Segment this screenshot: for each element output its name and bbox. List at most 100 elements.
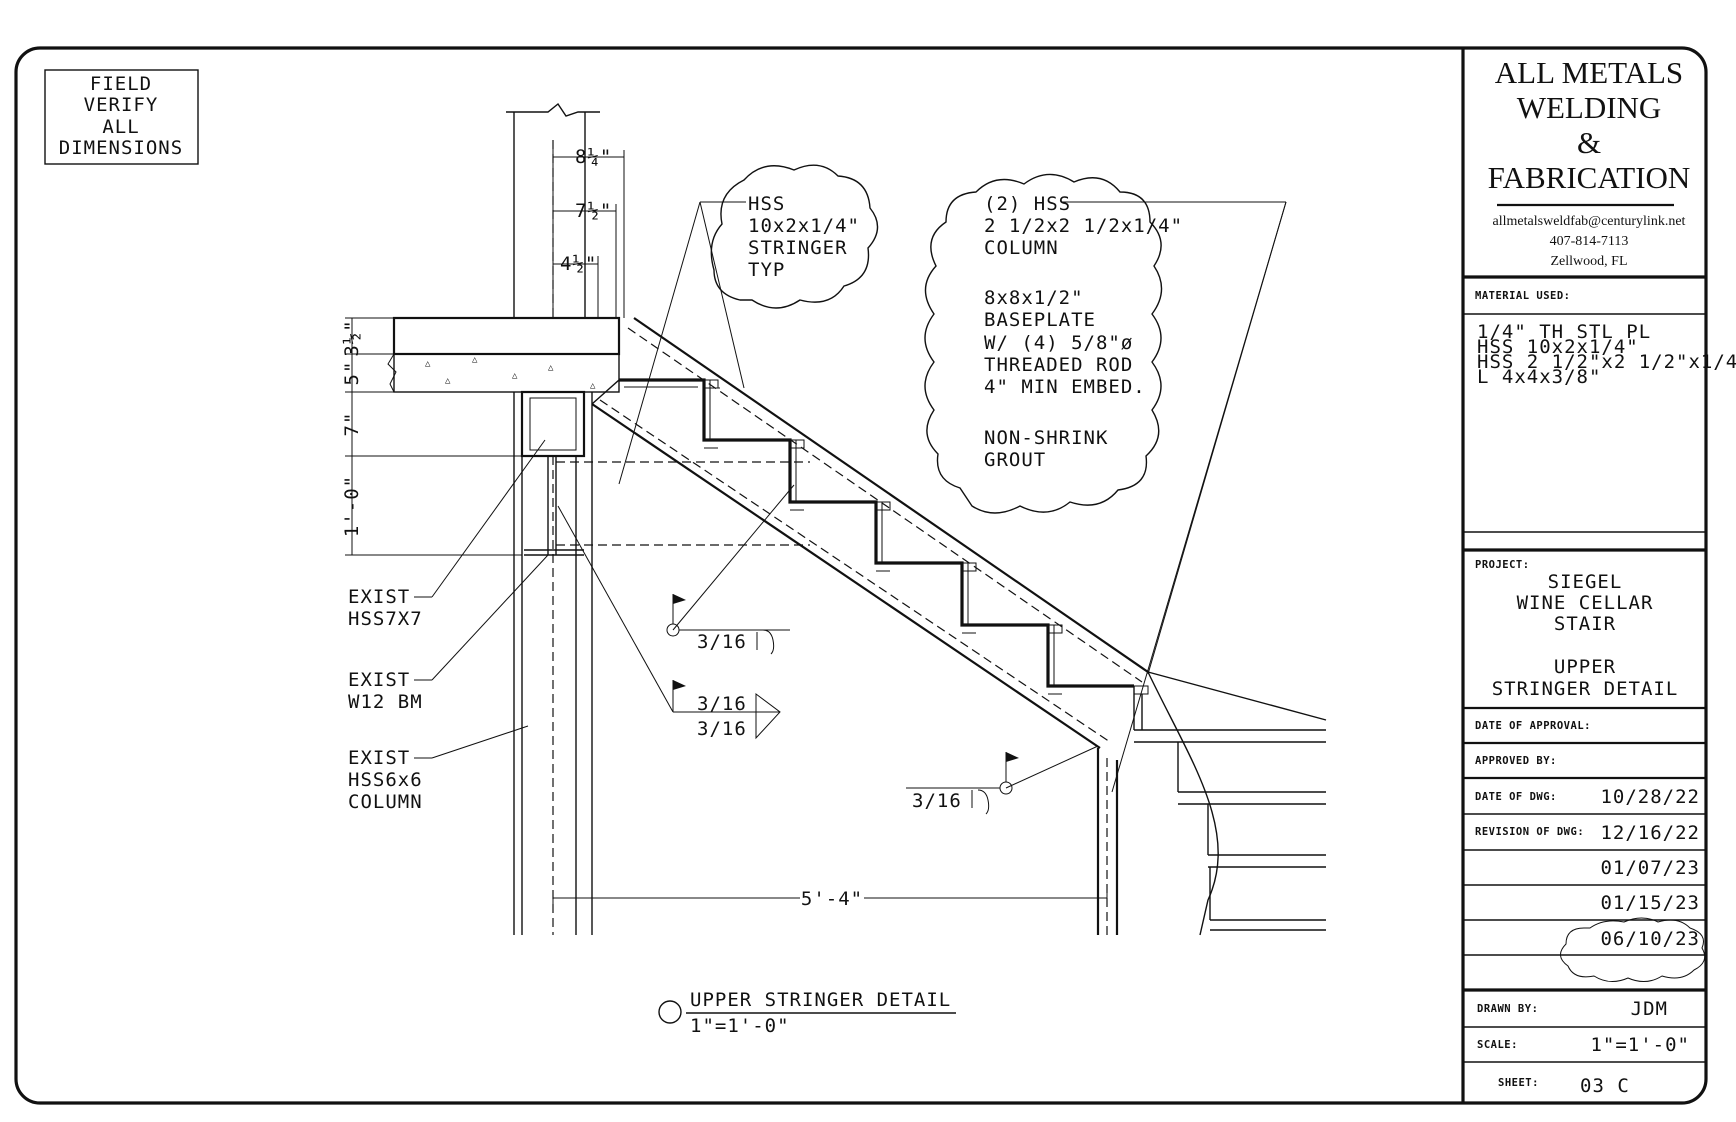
- revision-cloud: [1560, 917, 1706, 982]
- dim-3-5: 3½": [341, 319, 363, 356]
- drawn-by-value: JDM: [1631, 998, 1668, 1020]
- stringer-detail-drawing: △ △ △ △ △ △: [380, 102, 1327, 936]
- dim-4-5: 4½": [560, 253, 597, 275]
- approved-by-label: APPROVED BY:: [1475, 755, 1557, 767]
- dim-5-4: 5'-4": [801, 888, 863, 910]
- detail-title: UPPER STRINGER DETAIL 1"=1'-0": [658, 989, 956, 1037]
- column-callout: (2) HSS 2 1/2x2 1/2x1/4" COLUMN 8x8x1/2"…: [924, 173, 1287, 793]
- date-of-dwg-value: 10/28/22: [1600, 786, 1700, 808]
- scale-value: 1"=1'-0": [1590, 1034, 1690, 1056]
- column-callout-line-11: NON-SHRINK: [984, 427, 1108, 449]
- revision-2: 01/07/23: [1600, 857, 1700, 879]
- project-name-line-2: WINE CELLAR: [1517, 592, 1654, 614]
- column-callout-line-1: (2) HSS: [984, 193, 1071, 215]
- project-name-line-3: STAIR: [1554, 613, 1616, 635]
- field-note-line-2: VERIFY: [84, 94, 159, 116]
- column-callout-line-5: 8x8x1/2": [984, 287, 1084, 309]
- sheet-border: [14, 46, 1708, 1105]
- scale-label: SCALE:: [1477, 1039, 1518, 1051]
- weld-symbols: 3/16 3/16 3/16 3/16: [557, 484, 1099, 815]
- svg-text:△: △: [425, 359, 431, 369]
- material-item-4: L 4x4x3/8": [1477, 366, 1601, 388]
- drawn-by-label: DRAWN BY:: [1477, 1003, 1538, 1015]
- stair-treads: [619, 378, 1134, 688]
- dim-7: 7": [341, 412, 363, 437]
- field-note-line-3: ALL: [102, 116, 139, 138]
- detail-marker-circle: [658, 1000, 682, 1024]
- material-item-1: 1/4" TH STL PL: [1477, 321, 1651, 343]
- column-callout-line-7: W/ (4) 5/8"ø: [984, 332, 1133, 354]
- revision-1: 12/16/22: [1600, 822, 1700, 844]
- material-item-3: HSS 2 1/2"x2 1/2"x1/4": [1477, 351, 1736, 373]
- stringer-callout-line-4: TYP: [748, 259, 785, 281]
- weld-1-size: 3/16: [697, 631, 747, 653]
- exist-hss6-line-1: EXIST: [348, 747, 410, 769]
- exist-labels: EXIST HSS7X7 EXIST W12 BM EXIST HSS6x6 C…: [348, 439, 549, 813]
- sheet-title-line-1: UPPER: [1554, 656, 1616, 678]
- company-name-line-2: WELDING: [1517, 90, 1662, 125]
- column-callout-line-3: COLUMN: [984, 237, 1059, 259]
- column-callout-line-6: BASEPLATE: [984, 309, 1096, 331]
- title-block: ALL METALS WELDING & FABRICATION allmeta…: [1463, 55, 1736, 1097]
- weld-3-size: 3/16: [912, 790, 962, 812]
- project-label: PROJECT:: [1475, 559, 1530, 571]
- stringer-cloud: [710, 164, 879, 309]
- material-label: MATERIAL USED:: [1475, 290, 1571, 302]
- stringer-callout-line-3: STRINGER: [748, 237, 848, 259]
- column-callout-line-2: 2 1/2x2 1/2x1/4": [984, 215, 1183, 237]
- company-location: Zellwood, FL: [1551, 254, 1628, 269]
- stringer-callout: HSS 10x2x1/4" STRINGER TYP: [618, 164, 879, 485]
- exist-hss7-line-1: EXIST: [348, 586, 410, 608]
- svg-text:△: △: [512, 371, 518, 381]
- svg-text:△: △: [548, 363, 554, 373]
- date-of-dwg-label: DATE OF DWG:: [1475, 791, 1557, 803]
- company-email: allmetalsweldfab@centurylink.net: [1493, 214, 1686, 229]
- column-cloud: [924, 173, 1163, 514]
- exist-w12-line-1: EXIST: [348, 669, 410, 691]
- revision-label: REVISION OF DWG:: [1475, 826, 1584, 838]
- revision-3: 01/15/23: [1600, 892, 1700, 914]
- detail-title-text: UPPER STRINGER DETAIL: [690, 989, 951, 1011]
- floor-slab-top: [392, 316, 621, 356]
- floor-slab-concrete: [393, 353, 620, 393]
- date-of-approval-label: DATE OF APPROVAL:: [1475, 720, 1591, 732]
- company-phone: 407-814-7113: [1550, 234, 1629, 249]
- exist-w12-line-2: W12 BM: [348, 691, 423, 713]
- weld-2-size-top: 3/16: [697, 693, 747, 715]
- stringer-bottom-edge: [591, 403, 1101, 749]
- field-note-line-1: FIELD: [90, 73, 152, 95]
- project-name-line-1: SIEGEL: [1548, 571, 1623, 593]
- exist-hss7-line-2: HSS7X7: [348, 608, 423, 630]
- detail-title-scale: 1"=1'-0": [690, 1015, 790, 1037]
- dimensions: 8¼" 7½" 4½" 3½" 5" 7" 1'-0" 5'-4": [341, 144, 1108, 910]
- sheet-label: SHEET:: [1498, 1077, 1539, 1089]
- revision-4: 06/10/23: [1600, 928, 1700, 950]
- stringer-callout-line-2: 10x2x1/4": [748, 215, 860, 237]
- stringer-top-edge: [633, 317, 1149, 673]
- break-line: [506, 102, 600, 117]
- company-name-line-4: FABRICATION: [1488, 160, 1691, 195]
- column-callout-line-8: THREADED ROD: [984, 354, 1133, 376]
- svg-text:△: △: [445, 376, 451, 386]
- weld-2-size-bottom: 3/16: [697, 718, 747, 740]
- dim-7-5: 7½": [575, 200, 612, 222]
- dim-1-0: 1'-0": [341, 475, 363, 537]
- column-callout-line-12: GROUT: [984, 449, 1046, 471]
- svg-text:△: △: [590, 381, 596, 391]
- sheet-title-line-2: STRINGER DETAIL: [1492, 678, 1679, 700]
- company-name-line-3: &: [1577, 125, 1601, 160]
- field-note-line-4: DIMENSIONS: [59, 137, 183, 159]
- column-callout-line-9: 4" MIN EMBED.: [984, 376, 1146, 398]
- dim-5: 5": [341, 361, 363, 386]
- dim-8-25: 8¼": [575, 146, 612, 168]
- field-verify-note: FIELD VERIFY ALL DIMENSIONS: [44, 69, 199, 165]
- exist-hss6-line-2: HSS6x6: [348, 769, 423, 791]
- exist-hss7x7-section: [520, 390, 586, 458]
- svg-text:△: △: [472, 355, 478, 365]
- sheet-value: 03 C: [1580, 1075, 1630, 1097]
- material-item-2: HSS 10x2x1/4": [1477, 336, 1639, 358]
- exist-hss6-line-3: COLUMN: [348, 791, 423, 813]
- stringer-callout-line-1: HSS: [748, 193, 785, 215]
- company-name-line-1: ALL METALS: [1495, 55, 1683, 90]
